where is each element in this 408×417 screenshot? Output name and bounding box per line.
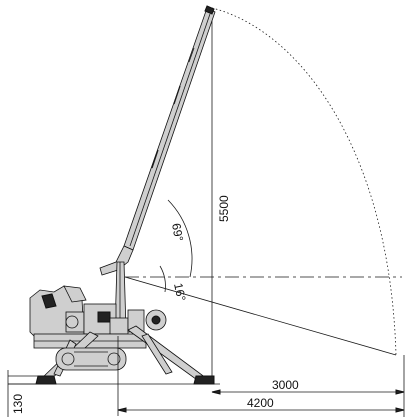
height-label: 5500 (217, 195, 231, 222)
reach-total-label: 4200 (247, 396, 274, 410)
dimension-lines (7, 336, 405, 417)
crawler-track (55, 347, 127, 371)
clearance-label: 130 (11, 394, 25, 414)
working-range-arc (211, 7, 397, 356)
angle-up-label: 69° (169, 222, 186, 242)
boom (99, 5, 216, 331)
angle-arc-down (159, 265, 166, 293)
angle-down-label: 16° (171, 282, 189, 303)
boom-lowered-line (124, 276, 397, 356)
reach-horizontal-label: 3000 (272, 378, 299, 392)
angle-arc-up (167, 199, 193, 278)
